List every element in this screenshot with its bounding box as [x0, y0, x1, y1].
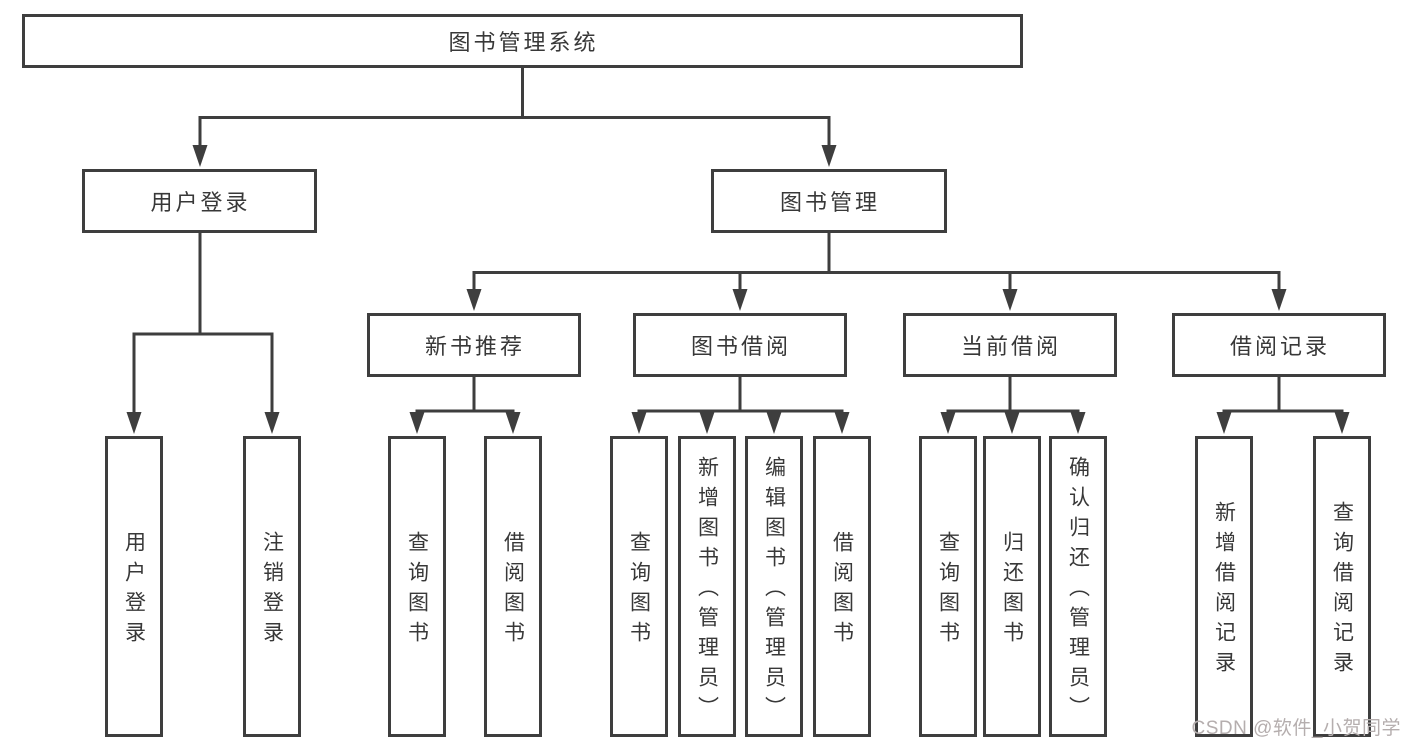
node-label: 用户登录 [150, 190, 251, 215]
node-label: 图书借阅 [690, 334, 791, 359]
leaf-user-login: 用户登录 [105, 436, 163, 737]
node-book-management: 图书管理 [711, 169, 947, 233]
node-root-library-system: 图书管理系统 [22, 14, 1023, 68]
connector-user-login-children [126, 233, 280, 434]
node-current-borrow: 当前借阅 [903, 313, 1117, 377]
leaf-confirm-return-admin: 确认归还（管理员） [1049, 436, 1107, 737]
connector-new-book-children [409, 377, 521, 434]
leaf-label: 查询图书 [936, 530, 960, 651]
leaf-borrow-books-recommend: 借阅图书 [484, 436, 542, 737]
csdn-watermark: CSDN @软件_小贺同学 [1191, 718, 1401, 739]
node-new-book-recommend: 新书推荐 [367, 313, 581, 377]
connector-current-borrow-children [940, 377, 1086, 434]
leaf-label: 确认归还（管理员） [1066, 455, 1090, 726]
leaf-query-books-recommend: 查询图书 [388, 436, 446, 737]
leaf-logout: 注销登录 [243, 436, 301, 737]
leaf-label: 查询图书 [627, 530, 651, 651]
node-label: 新书推荐 [424, 334, 525, 359]
leaf-label: 注销登录 [260, 530, 284, 651]
connector-book-borrow-children [631, 377, 850, 434]
leaf-query-borrow-record: 查询借阅记录 [1313, 436, 1371, 737]
node-label: 图书管理系统 [448, 30, 599, 55]
leaf-return-book: 归还图书 [983, 436, 1041, 737]
leaf-label: 查询借阅记录 [1330, 500, 1354, 681]
node-borrow-records: 借阅记录 [1172, 313, 1386, 377]
node-book-borrow: 图书借阅 [633, 313, 847, 377]
node-label: 图书管理 [779, 190, 880, 215]
leaf-query-books-current: 查询图书 [919, 436, 977, 737]
leaf-query-books-borrow: 查询图书 [610, 436, 668, 737]
leaf-label: 借阅图书 [830, 530, 854, 651]
connector-root-to-level2 [192, 68, 837, 167]
leaf-add-book-admin: 新增图书（管理员） [678, 436, 736, 737]
leaf-label: 新增借阅记录 [1212, 500, 1236, 681]
leaf-label: 编辑图书（管理员） [762, 455, 786, 726]
connector-book-management-children [466, 233, 1287, 311]
node-user-login: 用户登录 [82, 169, 317, 233]
leaf-label: 用户登录 [122, 530, 146, 651]
node-label: 借阅记录 [1229, 334, 1330, 359]
leaf-label: 借阅图书 [501, 530, 525, 651]
leaf-add-borrow-record: 新增借阅记录 [1195, 436, 1253, 737]
leaf-label: 归还图书 [1000, 530, 1024, 651]
connector-borrow-records-children [1216, 377, 1350, 434]
leaf-label: 新增图书（管理员） [695, 455, 719, 726]
leaf-label: 查询图书 [405, 530, 429, 651]
leaf-borrow-books: 借阅图书 [813, 436, 871, 737]
leaf-edit-book-admin: 编辑图书（管理员） [745, 436, 803, 737]
node-label: 当前借阅 [960, 334, 1061, 359]
